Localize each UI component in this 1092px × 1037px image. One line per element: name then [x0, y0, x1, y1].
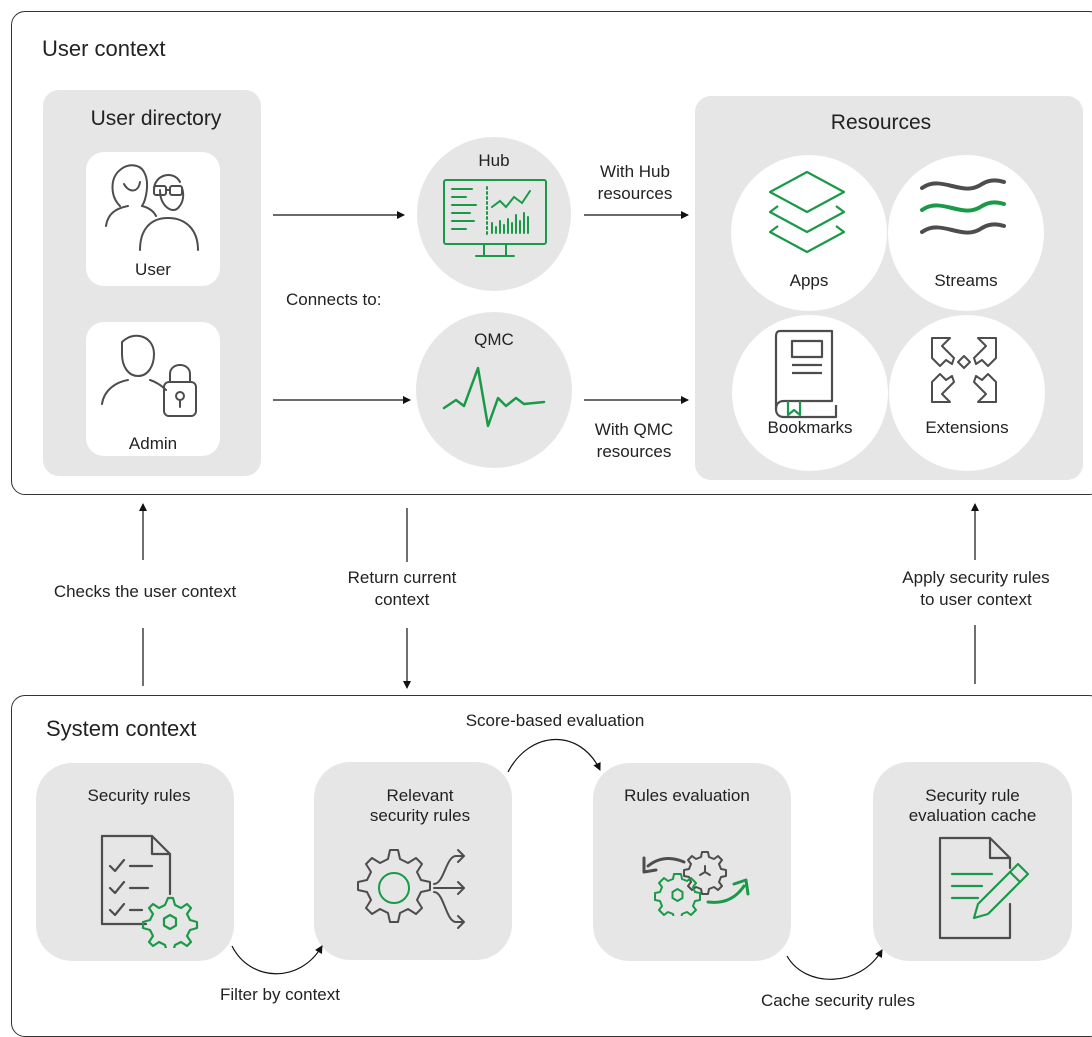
rules-evaluation-panel — [593, 763, 791, 961]
extensions-puzzle-icon — [928, 334, 1000, 406]
apps-label: Apps — [789, 271, 829, 290]
checks-user-context-label: Checks the user context — [53, 582, 237, 601]
user-icon — [98, 160, 210, 252]
apply-rules-label-line1: Apply security rules — [902, 568, 1050, 587]
hub-resources-label-line1: With Hub — [600, 162, 670, 181]
relevant-rules-gear-filter-icon — [352, 842, 474, 938]
rules-evaluation-gears-icon — [638, 848, 754, 916]
admin-label: Admin — [128, 434, 178, 453]
resources-title: Resources — [830, 111, 932, 134]
qmc-pulse-icon — [440, 364, 548, 432]
user-context-title: User context — [42, 36, 166, 61]
extensions-label: Extensions — [925, 418, 1009, 437]
apps-tile — [731, 155, 887, 311]
score-based-label: Score-based evaluation — [465, 711, 645, 730]
security-rules-panel — [36, 763, 234, 961]
relevant-rules-title-line2: security rules — [369, 806, 471, 825]
qmc-label: QMC — [474, 330, 514, 349]
apps-layers-icon — [766, 170, 848, 256]
return-context-label-line1: Return current — [347, 568, 457, 587]
user-label: User — [135, 260, 171, 279]
bookmarks-book-icon — [772, 327, 842, 419]
qmc-node — [416, 312, 572, 468]
security-rules-title: Security rules — [87, 786, 191, 805]
evaluation-cache-title-line2: evaluation cache — [908, 806, 1037, 825]
evaluation-cache-panel — [873, 762, 1072, 961]
streams-waves-icon — [918, 176, 1010, 240]
filter-by-context-label: Filter by context — [220, 985, 340, 1004]
hub-monitor-icon — [440, 177, 550, 261]
system-context-title: System context — [46, 716, 197, 741]
qmc-resources-label-line1: With QMC — [594, 420, 674, 439]
admin-lock-icon — [100, 332, 216, 422]
user-directory-title: User directory — [90, 107, 222, 130]
hub-label: Hub — [478, 151, 510, 170]
bookmarks-label: Bookmarks — [767, 418, 853, 437]
connects-to-label: Connects to: — [286, 290, 382, 309]
return-context-label-line2: context — [374, 590, 430, 609]
rules-evaluation-title: Rules evaluation — [624, 786, 750, 805]
hub-resources-label-line2: resources — [597, 184, 673, 203]
security-rules-checklist-icon — [96, 832, 200, 948]
evaluation-cache-title-line1: Security rule — [925, 786, 1020, 805]
relevant-rules-title-line1: Relevant — [386, 786, 454, 805]
streams-label: Streams — [934, 271, 998, 290]
cache-security-rules-label: Cache security rules — [760, 991, 915, 1010]
apply-rules-label-line2: to user context — [920, 590, 1032, 609]
evaluation-cache-document-pen-icon — [934, 834, 1032, 944]
extensions-tile — [889, 315, 1045, 471]
qmc-resources-label-line2: resources — [596, 442, 672, 461]
